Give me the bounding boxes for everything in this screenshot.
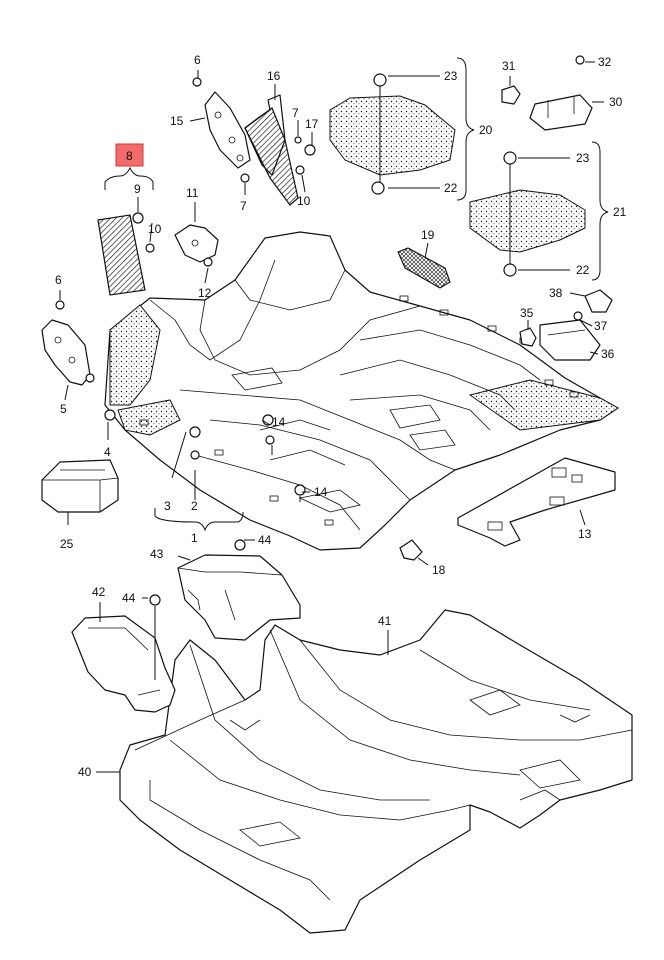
carpet-mat-20 — [329, 95, 456, 176]
label-14-lower: 14 — [314, 485, 328, 499]
label-16: 16 — [267, 69, 281, 83]
label-11: 11 — [186, 186, 199, 200]
label-19: 19 — [421, 228, 435, 242]
label-30: 30 — [609, 95, 623, 109]
label-44-upper: 44 — [258, 533, 272, 547]
label-23-upper: 23 — [444, 69, 458, 83]
label-22-lower: 22 — [576, 263, 590, 277]
callout-labels: 1 2 3 4 5 6 6 7 7 8 9 10 10 11 12 13 14 … — [55, 53, 627, 779]
label-41: 41 — [378, 614, 392, 628]
label-7-mid: 7 — [240, 199, 247, 213]
label-25: 25 — [60, 537, 74, 551]
label-38: 38 — [549, 286, 563, 300]
label-36: 36 — [601, 347, 615, 361]
part-43 — [177, 554, 301, 641]
label-10-right: 10 — [297, 194, 311, 208]
label-6-top: 6 — [194, 53, 201, 67]
label-4: 4 — [104, 445, 111, 459]
label-2: 2 — [191, 499, 198, 513]
label-23-lower: 23 — [576, 151, 590, 165]
pedal-trim — [244, 94, 299, 206]
label-5: 5 — [60, 402, 67, 416]
floor-mat-lower — [119, 609, 633, 934]
label-22-upper: 22 — [444, 181, 458, 195]
label-1: 1 — [191, 531, 198, 545]
box-25 — [41, 459, 119, 513]
label-7-top: 7 — [292, 106, 299, 120]
part-38 — [584, 289, 613, 313]
fasteners — [55, 55, 585, 606]
label-6-left: 6 — [55, 273, 62, 287]
bracket-11 — [174, 224, 219, 263]
label-8: 8 — [126, 149, 133, 163]
label-15: 15 — [170, 114, 184, 128]
label-18: 18 — [432, 563, 446, 577]
grille-19 — [397, 247, 451, 289]
clip-30 — [529, 94, 593, 131]
label-3: 3 — [164, 499, 171, 513]
leader-lines — [59, 57, 609, 773]
bracket-15 — [204, 91, 251, 169]
heel-pad — [97, 214, 146, 296]
label-17: 17 — [305, 117, 319, 131]
label-42: 42 — [92, 585, 106, 599]
part-42 — [71, 615, 176, 713]
label-32: 32 — [598, 55, 612, 69]
label-37: 37 — [594, 319, 608, 333]
label-13: 13 — [578, 527, 592, 541]
part-31 — [501, 85, 521, 105]
label-43: 43 — [150, 547, 164, 561]
label-35: 35 — [520, 306, 534, 320]
label-44-lower: 44 — [122, 591, 136, 605]
label-12: 12 — [198, 286, 212, 300]
label-31: 31 — [502, 59, 516, 73]
label-14-upper: 14 — [272, 415, 286, 429]
label-40: 40 — [78, 765, 92, 779]
label-9: 9 — [134, 182, 141, 196]
carpet-mat-21 — [469, 189, 586, 253]
label-21: 21 — [613, 205, 627, 219]
part-35 — [519, 327, 537, 347]
trunk-mat — [457, 457, 616, 547]
bracket-5 — [41, 319, 91, 386]
floor-insulation-main — [104, 231, 619, 551]
highlight-box-8[interactable] — [115, 143, 144, 167]
label-10-left: 10 — [148, 222, 162, 236]
label-20: 20 — [479, 123, 493, 137]
